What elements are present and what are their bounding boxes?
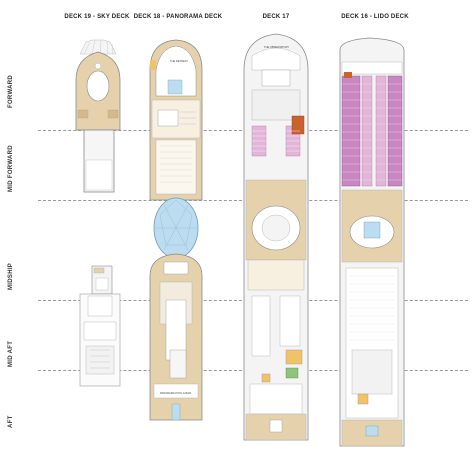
deck-17-plan: THE OBSERVATORY (243, 33, 309, 441)
svg-text:THE RETREAT: THE RETREAT (170, 59, 188, 63)
deck-19-title: DECK 19 - SKY DECK (64, 14, 130, 20)
deck-18-title: DECK 18 - PANORAMA DECK (133, 14, 223, 20)
svg-text:PANORAMA POOL & BAR: PANORAMA POOL & BAR (160, 391, 191, 395)
svg-text:THE OBSERVATORY: THE OBSERVATORY (264, 45, 289, 49)
deck-16-title: DECK 16 - LIDO DECK (341, 14, 409, 20)
deck-17-title: DECK 17 (262, 14, 290, 20)
deck-19-plan (75, 39, 121, 387)
deck-16-plan (339, 37, 405, 447)
deck-18-plan: THE RETREAT PANORAMA POOL & BAR (149, 39, 203, 421)
